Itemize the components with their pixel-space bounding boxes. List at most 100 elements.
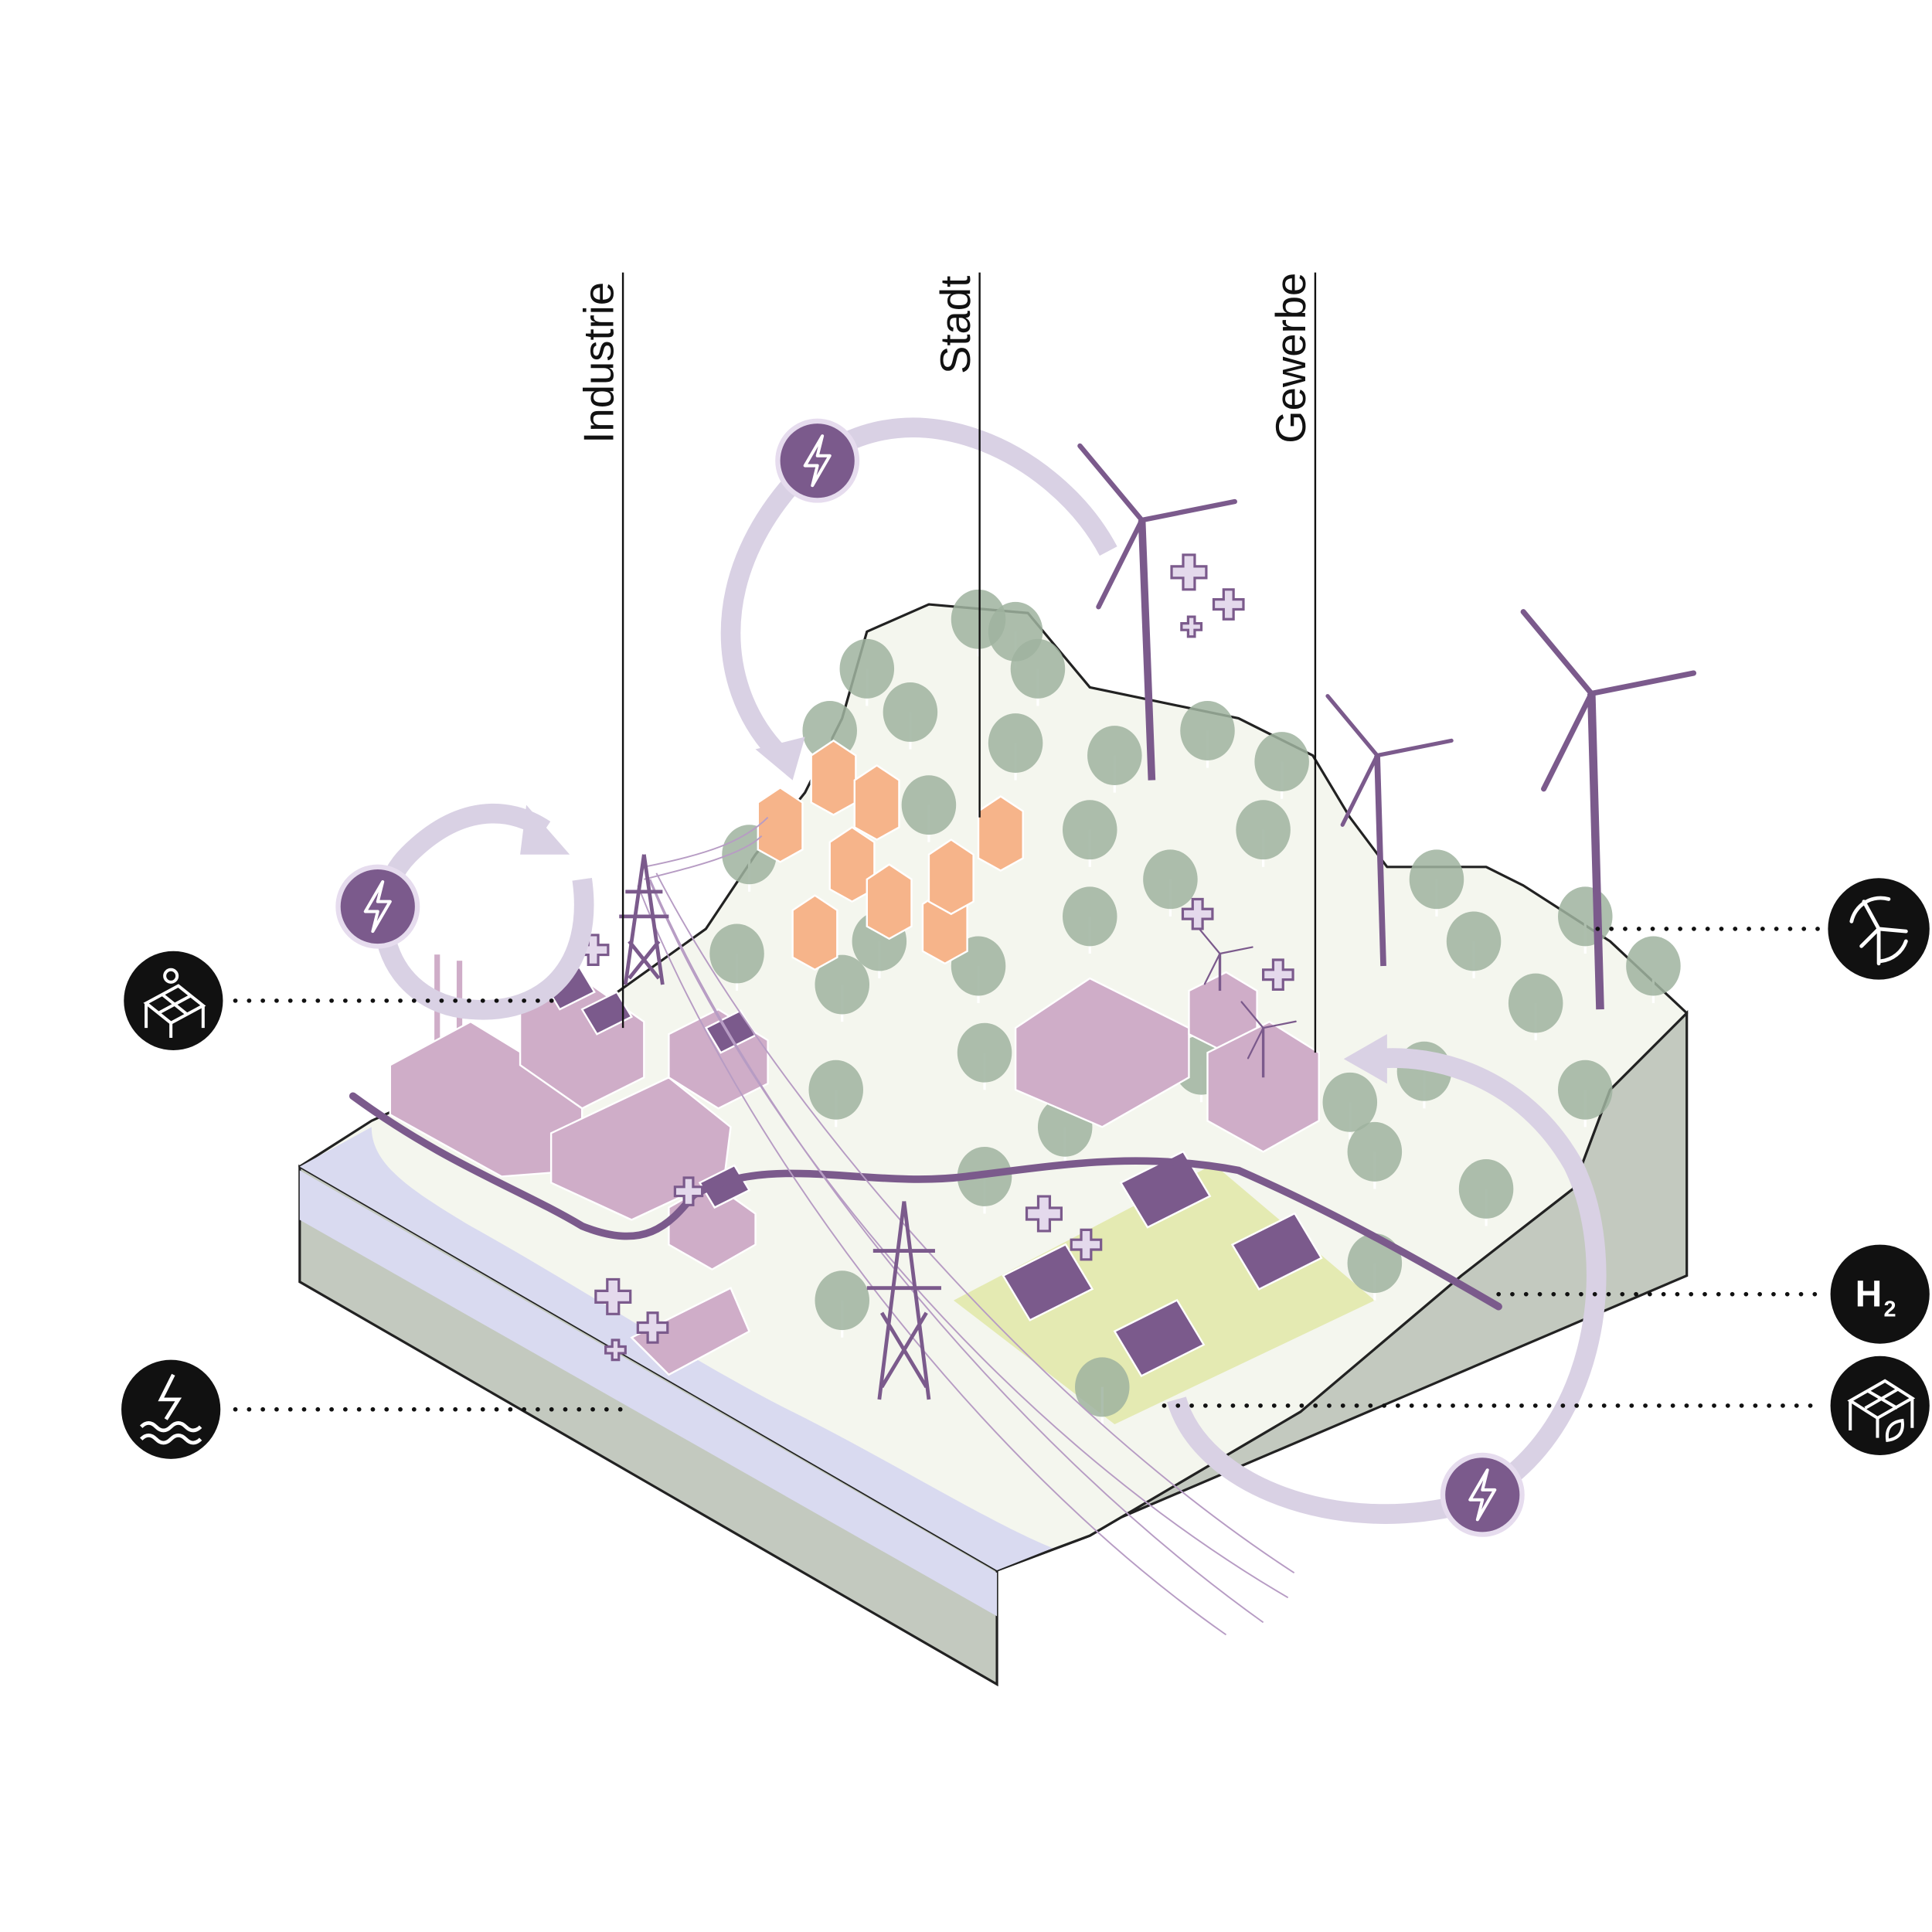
label-stadt: Stadt — [932, 276, 979, 374]
solar-panel — [1002, 1243, 1094, 1321]
label-industrie: Industrie — [575, 282, 622, 444]
tree — [1558, 1060, 1613, 1120]
turbine-blade — [1340, 753, 1379, 827]
tree — [1254, 732, 1309, 792]
tree — [1446, 911, 1502, 971]
turbine-blade — [1541, 690, 1594, 792]
tree — [1322, 1072, 1378, 1132]
energy-cycle-badges — [335, 418, 1525, 1537]
turbine-tower — [1138, 519, 1156, 781]
solar-panel-icon — [124, 951, 223, 1050]
agri-pv-icon — [1830, 1355, 1930, 1456]
zone-labels: Industrie Stadt Gewerbe — [575, 272, 1317, 1053]
plus-signs — [577, 553, 1294, 1362]
tree — [1063, 886, 1117, 947]
turbine-blade — [1520, 609, 1594, 696]
plus-icon — [1262, 958, 1294, 992]
city-building — [866, 863, 913, 940]
tree — [1236, 800, 1291, 860]
solar-panel — [1230, 1212, 1323, 1291]
tree — [1508, 973, 1563, 1033]
plus-icon — [1180, 615, 1203, 638]
plus-icon — [1025, 1195, 1063, 1233]
solar-panel — [1113, 1298, 1206, 1378]
tree — [815, 954, 869, 1015]
turbine-blade — [1262, 1020, 1297, 1029]
city-building — [977, 795, 1024, 872]
label-gewerbe: Gewerbe — [1267, 273, 1315, 444]
power-pylons — [619, 854, 941, 1400]
hydropower-icon — [121, 1359, 221, 1459]
turbine-blade — [1139, 498, 1237, 523]
lightning-icon — [1440, 1452, 1525, 1537]
tree — [901, 775, 957, 835]
city-building — [757, 786, 804, 863]
tree — [1010, 638, 1066, 699]
power-lines — [637, 817, 1295, 1636]
tree — [1347, 1233, 1403, 1294]
city-building — [927, 838, 975, 916]
turbine-tower — [1587, 693, 1604, 1010]
lightning-icon — [775, 418, 860, 503]
plus-icon — [604, 1338, 627, 1362]
tree — [1075, 1357, 1130, 1417]
turbine-blade — [1096, 517, 1145, 610]
tree — [1063, 800, 1117, 860]
plus-icon — [594, 1277, 632, 1315]
plus-icon — [1212, 588, 1245, 621]
tree — [815, 1270, 869, 1331]
tree — [802, 701, 857, 760]
tree — [988, 713, 1043, 773]
turbine-blade — [1077, 443, 1145, 523]
svg-text:2: 2 — [1884, 1298, 1896, 1322]
plus-icon — [1170, 553, 1208, 591]
plus-icon — [673, 1176, 704, 1206]
wind-turbine-icon — [1828, 878, 1930, 980]
solar-panels — [543, 966, 1323, 1378]
tree — [1087, 726, 1142, 786]
turbine-blade — [1325, 694, 1379, 758]
wind-turbines — [1077, 443, 1697, 1078]
solar-panel — [580, 991, 634, 1036]
lightning-bolt — [1468, 1468, 1497, 1522]
water-band — [299, 1170, 998, 1617]
lightning-badge — [1440, 1452, 1525, 1537]
leader-lines — [233, 927, 1823, 1412]
hydrogen-icon: H 2 — [1830, 1244, 1930, 1344]
tree — [883, 682, 938, 742]
tree — [1180, 701, 1235, 760]
tree — [1409, 849, 1464, 910]
turbine-blade — [1197, 927, 1221, 955]
plus-icon — [1070, 1228, 1103, 1261]
city-building — [791, 894, 838, 971]
plus-icon — [1181, 897, 1214, 930]
turbine-blade — [1240, 1001, 1264, 1029]
tree — [839, 638, 895, 699]
lightning-icon — [335, 864, 420, 949]
industry-buildings — [389, 952, 1320, 1376]
turbine-blade — [1375, 738, 1454, 758]
lightning-badge — [775, 418, 860, 503]
turbine-blade — [1588, 670, 1697, 696]
tree — [1558, 886, 1613, 947]
forest — [709, 589, 1681, 1424]
city-building — [810, 739, 857, 816]
lightning-bolt — [363, 880, 392, 934]
tree — [1347, 1121, 1403, 1182]
svg-text:H: H — [1855, 1274, 1883, 1315]
city-building — [853, 764, 900, 841]
lightning-badge — [335, 864, 420, 949]
turbine-tower — [1374, 755, 1386, 967]
city-buildings — [757, 739, 1024, 971]
tree — [709, 923, 764, 984]
tree — [1626, 936, 1681, 996]
plus-icon — [636, 1311, 669, 1344]
turbine-blade — [1247, 1027, 1264, 1060]
tree — [1143, 849, 1198, 910]
tree — [957, 1022, 1012, 1083]
lightning-bolt — [803, 434, 832, 488]
turbine-blade — [1219, 946, 1253, 955]
turbine-blade — [1203, 952, 1221, 985]
tree — [1458, 1159, 1514, 1219]
